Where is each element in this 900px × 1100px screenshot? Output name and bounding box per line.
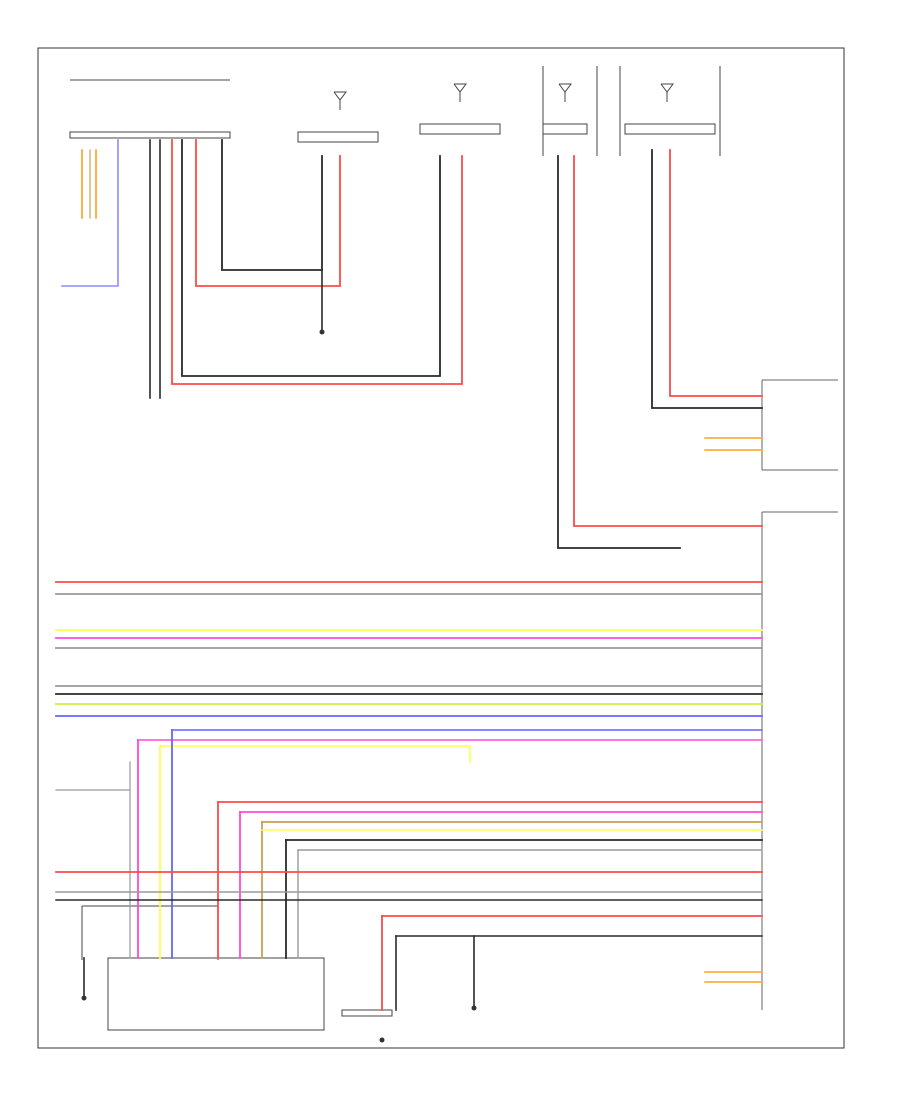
wire-left-black-loop xyxy=(181,139,441,377)
wire-left-black-b xyxy=(221,139,323,271)
ground-module-a xyxy=(319,329,325,335)
ground-bottom-middle xyxy=(471,1005,477,1011)
wire-mod-d-black xyxy=(651,149,763,409)
bottom-module xyxy=(107,957,325,1031)
diagram-frame xyxy=(37,47,845,1049)
connector-module-d xyxy=(624,123,716,135)
wire-left-red-b xyxy=(195,139,341,287)
module-d-antenna xyxy=(660,83,674,93)
ground-bottom-center xyxy=(379,1037,385,1043)
wire-group xyxy=(55,139,763,1011)
wire-left-red-loop xyxy=(171,139,463,385)
bottom-ground-connector xyxy=(341,1009,393,1017)
ground-bottom-left xyxy=(81,995,87,1001)
connector-module-c xyxy=(542,123,588,135)
module-b-antenna xyxy=(453,83,467,93)
connector-module-b xyxy=(419,123,501,135)
connector-group xyxy=(69,66,838,1031)
ground-group xyxy=(81,329,477,1043)
wire-mod-c-red xyxy=(573,155,763,527)
connector-top-left xyxy=(69,131,231,139)
wire-mod-c-black xyxy=(557,155,681,549)
wire-left-blue xyxy=(61,139,119,287)
module-c-antenna xyxy=(558,83,572,93)
wire-mod-d-red xyxy=(669,149,763,397)
wire-yellow-top xyxy=(159,745,471,763)
module-a-antenna xyxy=(333,91,347,101)
connector-module-a xyxy=(297,131,379,143)
